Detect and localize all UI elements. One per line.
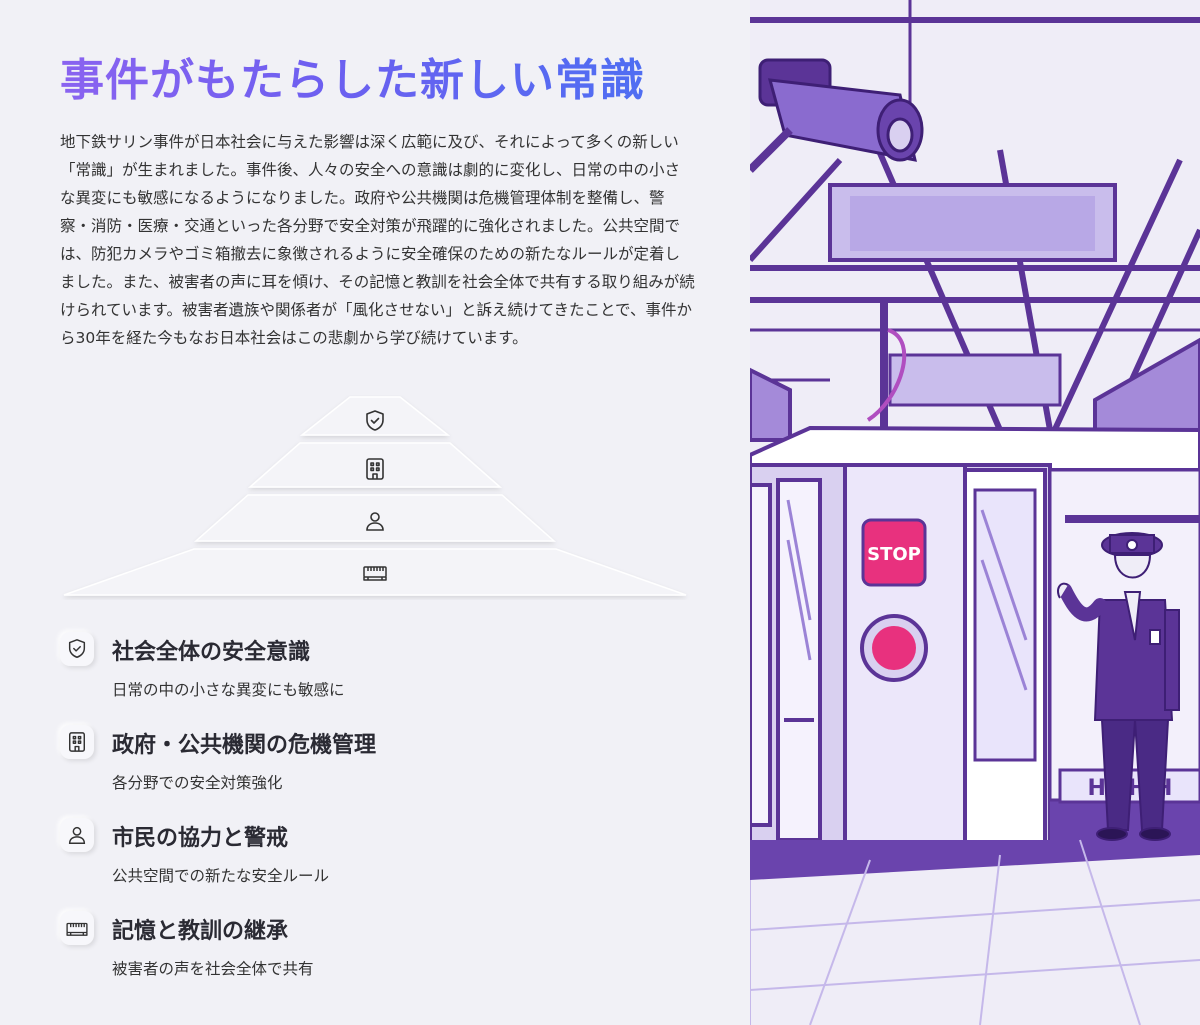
item-subtitle: 公共空間での新たな安全ルール	[112, 867, 330, 885]
item-title: 記憶と教訓の継承	[112, 919, 289, 944]
list-item-crisis-management: 政府・公共機関の危機管理 各分野での安全対策強化	[60, 725, 710, 805]
building-icon	[60, 725, 94, 759]
pyramid-tier-2	[248, 442, 502, 488]
ceiling-panel	[888, 353, 1062, 407]
shield-check-icon	[60, 632, 94, 666]
item-title: 政府・公共機関の危機管理	[112, 733, 377, 758]
pyramid-diagram	[60, 395, 690, 600]
shield-check-icon	[361, 407, 389, 435]
item-title: 社会全体の安全意識	[112, 640, 311, 665]
stop-label: STOP	[867, 544, 921, 565]
list-item-citizen-cooperation: 市民の協力と警戒 公共空間での新たな安全ルール	[60, 818, 710, 898]
memory-icon	[361, 558, 389, 586]
pyramid-tier-1	[299, 396, 451, 436]
item-title: 市民の協力と警戒	[112, 826, 289, 851]
item-subtitle: 被害者の声を社会全体で共有	[112, 960, 314, 978]
list-item-safety-awareness: 社会全体の安全意識 日常の中の小さな異変にも敏感に	[60, 632, 710, 712]
pyramid-shape	[63, 396, 687, 596]
person-icon	[361, 507, 389, 535]
page-title: 事件がもたらした新しい常識	[60, 44, 645, 108]
booth-roof	[750, 425, 1200, 472]
pyramid-tier-3	[194, 494, 556, 542]
item-subtitle: 日常の中の小さな異変にも敏感に	[112, 681, 345, 699]
station-scene: STOP H—H H	[750, 0, 1200, 1025]
content-panel: 事件がもたらした新しい常識 地下鉄サリン事件が日本社会に与えた影響は深く広範に及…	[60, 44, 710, 991]
memory-icon	[60, 911, 94, 945]
item-subtitle: 各分野での安全対策強化	[112, 774, 283, 792]
pyramid-tier-4	[63, 548, 687, 596]
person-icon	[60, 818, 94, 852]
list-item-memory-legacy: 記憶と教訓の継承 被害者の声を社会全体で共有	[60, 911, 710, 991]
stop-button	[861, 518, 927, 587]
intro-paragraph: 地下鉄サリン事件が日本社会に与えた影響は深く広範に及び、それによって多くの新しい…	[60, 133, 695, 347]
station-guard	[1057, 532, 1180, 841]
station-illustration: STOP H—H H	[750, 0, 1200, 1025]
building-icon	[361, 455, 389, 483]
security-camera	[750, 58, 924, 173]
